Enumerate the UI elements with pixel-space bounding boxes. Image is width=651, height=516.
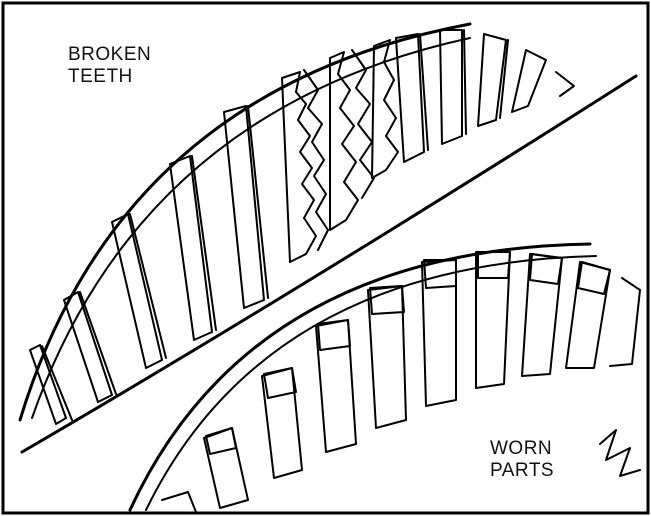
broken-teeth-gear <box>20 24 636 452</box>
broken-teeth-label-line2: TEETH <box>68 66 151 88</box>
lower-gear-teeth <box>162 252 640 512</box>
broken-teeth-label-line1: BROKEN <box>68 44 151 66</box>
worn-parts-label-line1: WORN <box>490 438 554 460</box>
broken-teeth-label: BROKEN TEETH <box>68 44 151 88</box>
worn-parts-label: WORN PARTS <box>490 438 554 482</box>
worn-parts-label-line2: PARTS <box>490 460 554 482</box>
broken-teeth <box>282 40 398 262</box>
